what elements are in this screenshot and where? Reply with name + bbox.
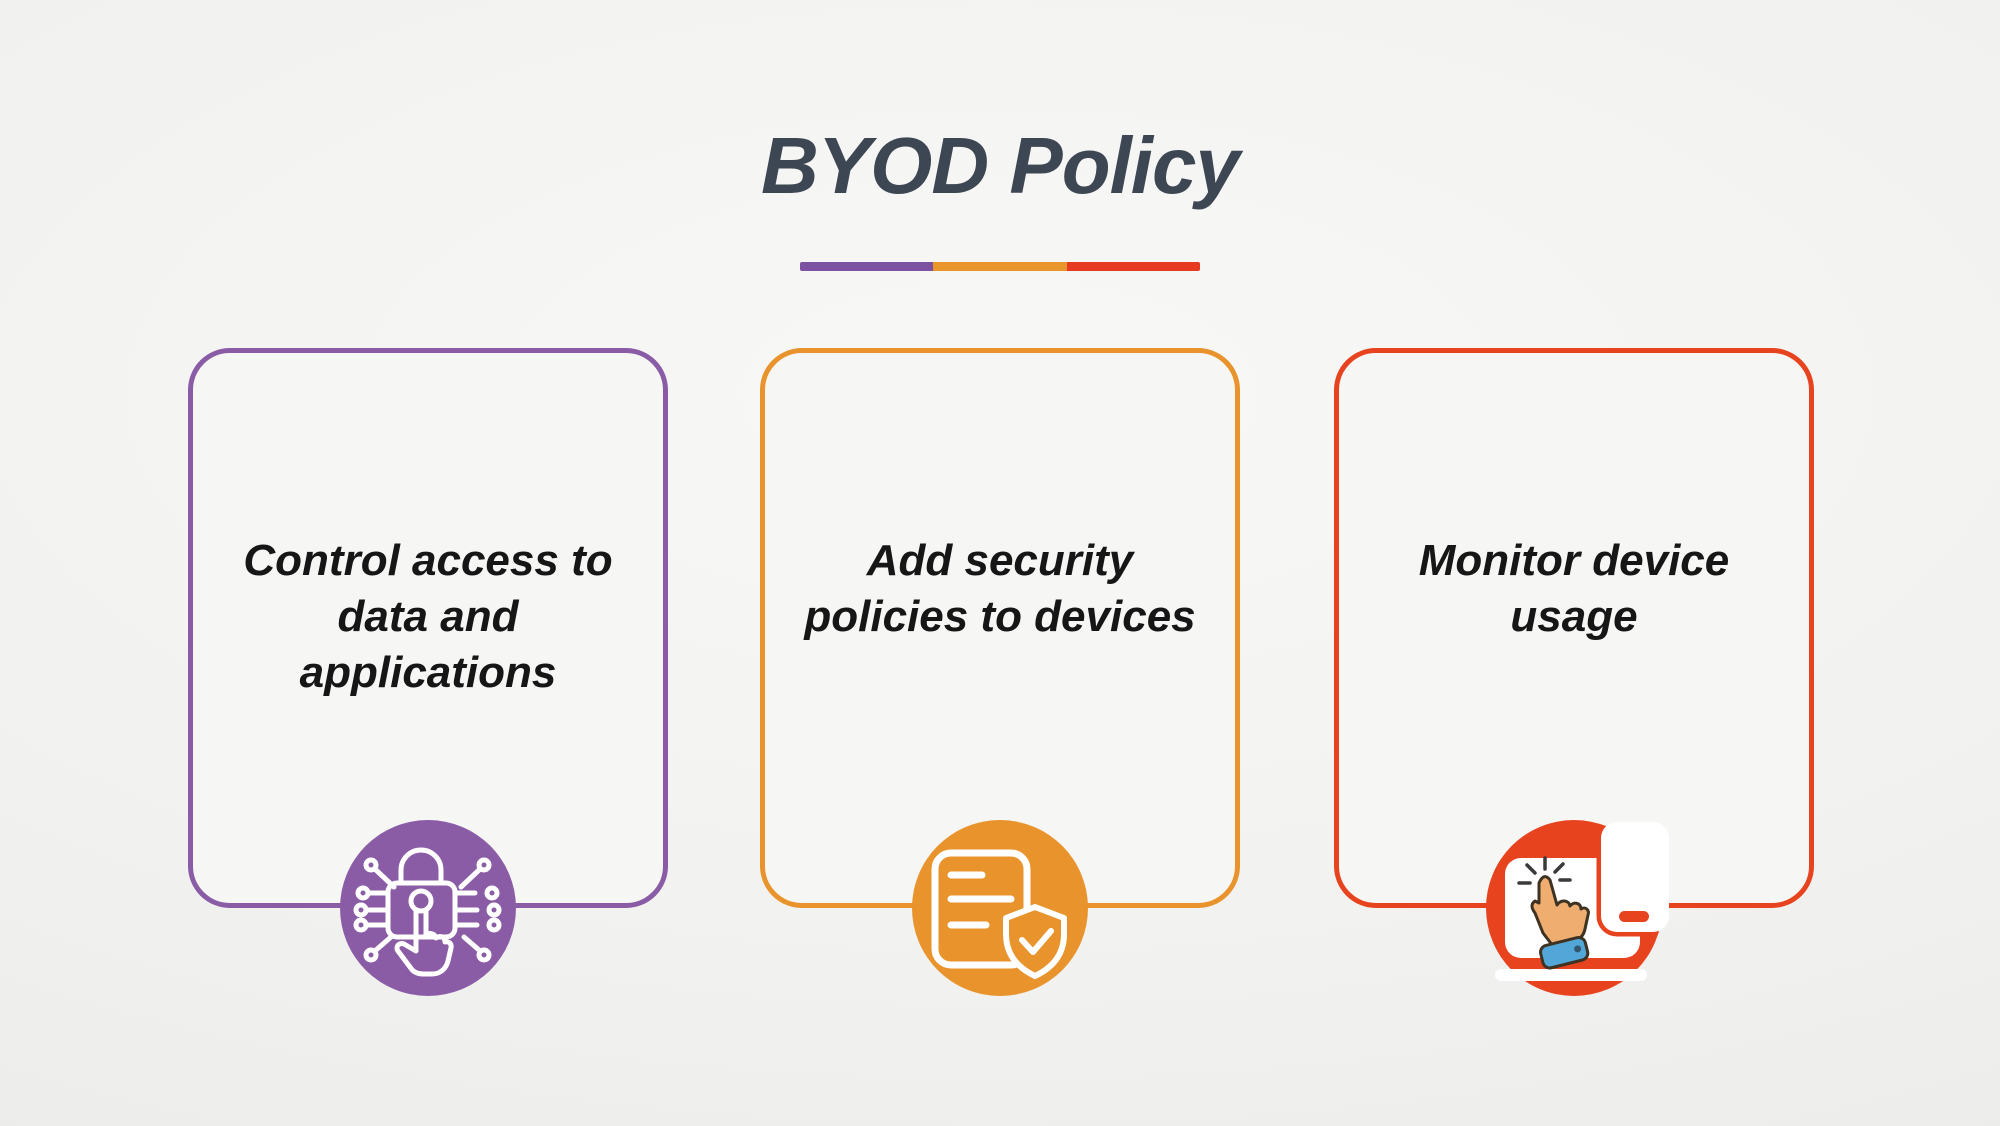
card-label-line: Control access to [243, 536, 613, 585]
card-label-line: applications [299, 648, 557, 697]
circuit-lock-touch-icon [333, 813, 523, 1003]
card-label: Add security policies to devices [765, 533, 1235, 645]
page-title: BYOD Policy [760, 121, 1240, 210]
divider-segment-purple [800, 262, 934, 271]
divider-segment-orange [933, 262, 1067, 271]
card-monitor-usage: Monitor device usage [1334, 348, 1814, 996]
divider-segment-red [1066, 262, 1200, 271]
card-label: Control access to data and applications [193, 533, 663, 701]
document-shield-check-icon [905, 813, 1095, 1003]
card-label-line: policies to devices [804, 592, 1196, 641]
card-label-line: Monitor device [1418, 536, 1730, 585]
card-control-access: Control access to data and applications [188, 348, 668, 996]
card-label: Monitor device usage [1339, 533, 1809, 645]
title-divider [800, 262, 1200, 271]
card-security-policies: Add security policies to devices [760, 348, 1240, 996]
device-click-monitor-icon [1479, 813, 1669, 1003]
card-label-line: data and [337, 592, 519, 641]
card-label-line: Add security [866, 536, 1134, 585]
card-label-line: usage [1510, 592, 1638, 641]
